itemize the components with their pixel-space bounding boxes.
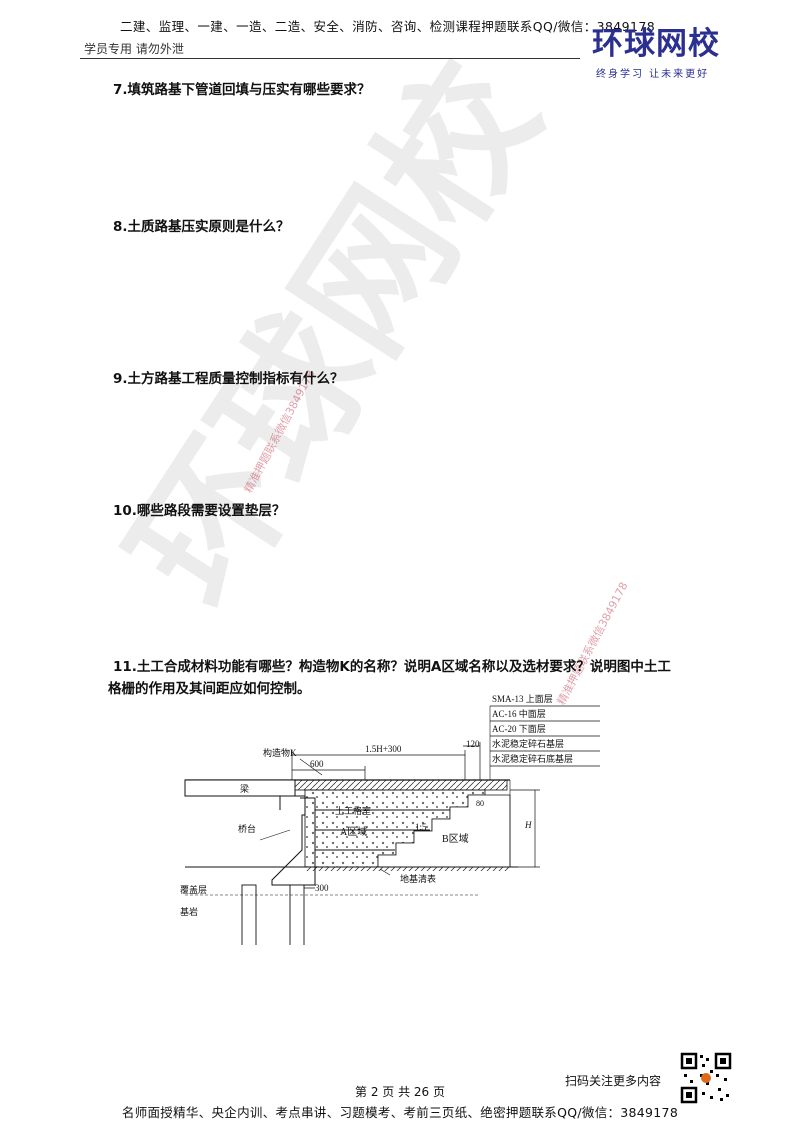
header-divider [80, 58, 580, 59]
dim-h: H [524, 820, 532, 830]
layer-label-1: SMA-13 上面层 [492, 694, 553, 704]
label-bedrock: 基岩 [180, 906, 198, 917]
label-slope: 1:5 [415, 822, 427, 832]
dim-15h: 1.5H+300 [365, 744, 402, 754]
question-8: 8.土质路基压实原则是什么？ [113, 219, 290, 235]
footer-contact-line: 名师面授精华、央企内训、考点串讲、习题模考、考前三页纸、绝密押题联系QQ/微信：… [121, 1105, 679, 1120]
layer-label-2: AC-16 中面层 [492, 708, 546, 719]
logo-wordmark: 环球网校 [592, 26, 720, 62]
question-11-line1: 11.土工合成材料功能有哪些？构造物K的名称？说明A区域名称以及选材要求？说明图… [113, 659, 671, 675]
label-geogrid: 土工格室 [335, 805, 371, 816]
label-structure-k: 构造物K [263, 747, 297, 758]
header-contact-line: 二建、监理、一建、一造、二造、安全、消防、咨询、检测课程押题联系QQ/微信：38… [120, 19, 656, 34]
page-number: 第 2 页 共 26 页 [355, 1085, 445, 1099]
pavement-structure [291, 779, 508, 791]
dim-80: 80 [476, 799, 484, 808]
qr-caption: 扫码关注更多内容 [565, 1074, 662, 1088]
top-dimensions [291, 742, 481, 780]
ground-stripping-hatch [305, 867, 510, 871]
label-zone-b: B区域 [442, 832, 469, 845]
label-ground-strip: 地基清表 [400, 873, 436, 884]
brand-logo: 环球网校 终身学习 让未来更好 [592, 18, 742, 80]
dim-600: 600 [310, 759, 324, 769]
piles [241, 884, 305, 945]
question-11: 11.土工合成材料功能有哪些？构造物K的名称？说明A区域名称以及选材要求？说明图… [108, 656, 733, 700]
label-beam: 梁 [240, 783, 249, 794]
question-10: 10.哪些路段需要设置垫层？ [113, 503, 286, 519]
question-9: 9.土方路基工程质量控制指标有什么？ [113, 371, 344, 387]
layer-label-4: 水泥稳定碎石基层 [492, 738, 564, 749]
question-11-line2: 格栅的作用及其间距应如何控制。 [108, 681, 311, 697]
dim-120: 120 [466, 739, 480, 749]
question-7: 7.填筑路基下管道回填与压实有哪些要求？ [113, 82, 371, 98]
watermark-logo: 环球网校 [99, 35, 573, 634]
dim-300: 300 [315, 883, 329, 893]
label-zone-a: A区域 [340, 825, 367, 838]
qr-code-icon[interactable] [680, 1052, 732, 1104]
layer-label-3: AC-20 下面层 [492, 724, 546, 734]
layer-label-5: 水泥稳定碎石底基层 [492, 753, 573, 764]
header-notice: 学员专用 请勿外泄 [84, 42, 184, 56]
beam [184, 779, 296, 797]
label-cover: 覆盖层 [180, 884, 207, 895]
label-abutment: 桥台 [238, 823, 256, 834]
geogrid-lines [315, 809, 465, 851]
pavement-layer-legend: SMA-13 上面层 AC-16 中面层 AC-20 下面层 水泥稳定碎石基层 … [489, 694, 600, 780]
abutment-backfill-diagram: SMA-13 上面层 AC-16 中面层 AC-20 下面层 水泥稳定碎石基层 … [180, 694, 600, 945]
logo-slogan: 终身学习 让未来更好 [596, 69, 710, 80]
